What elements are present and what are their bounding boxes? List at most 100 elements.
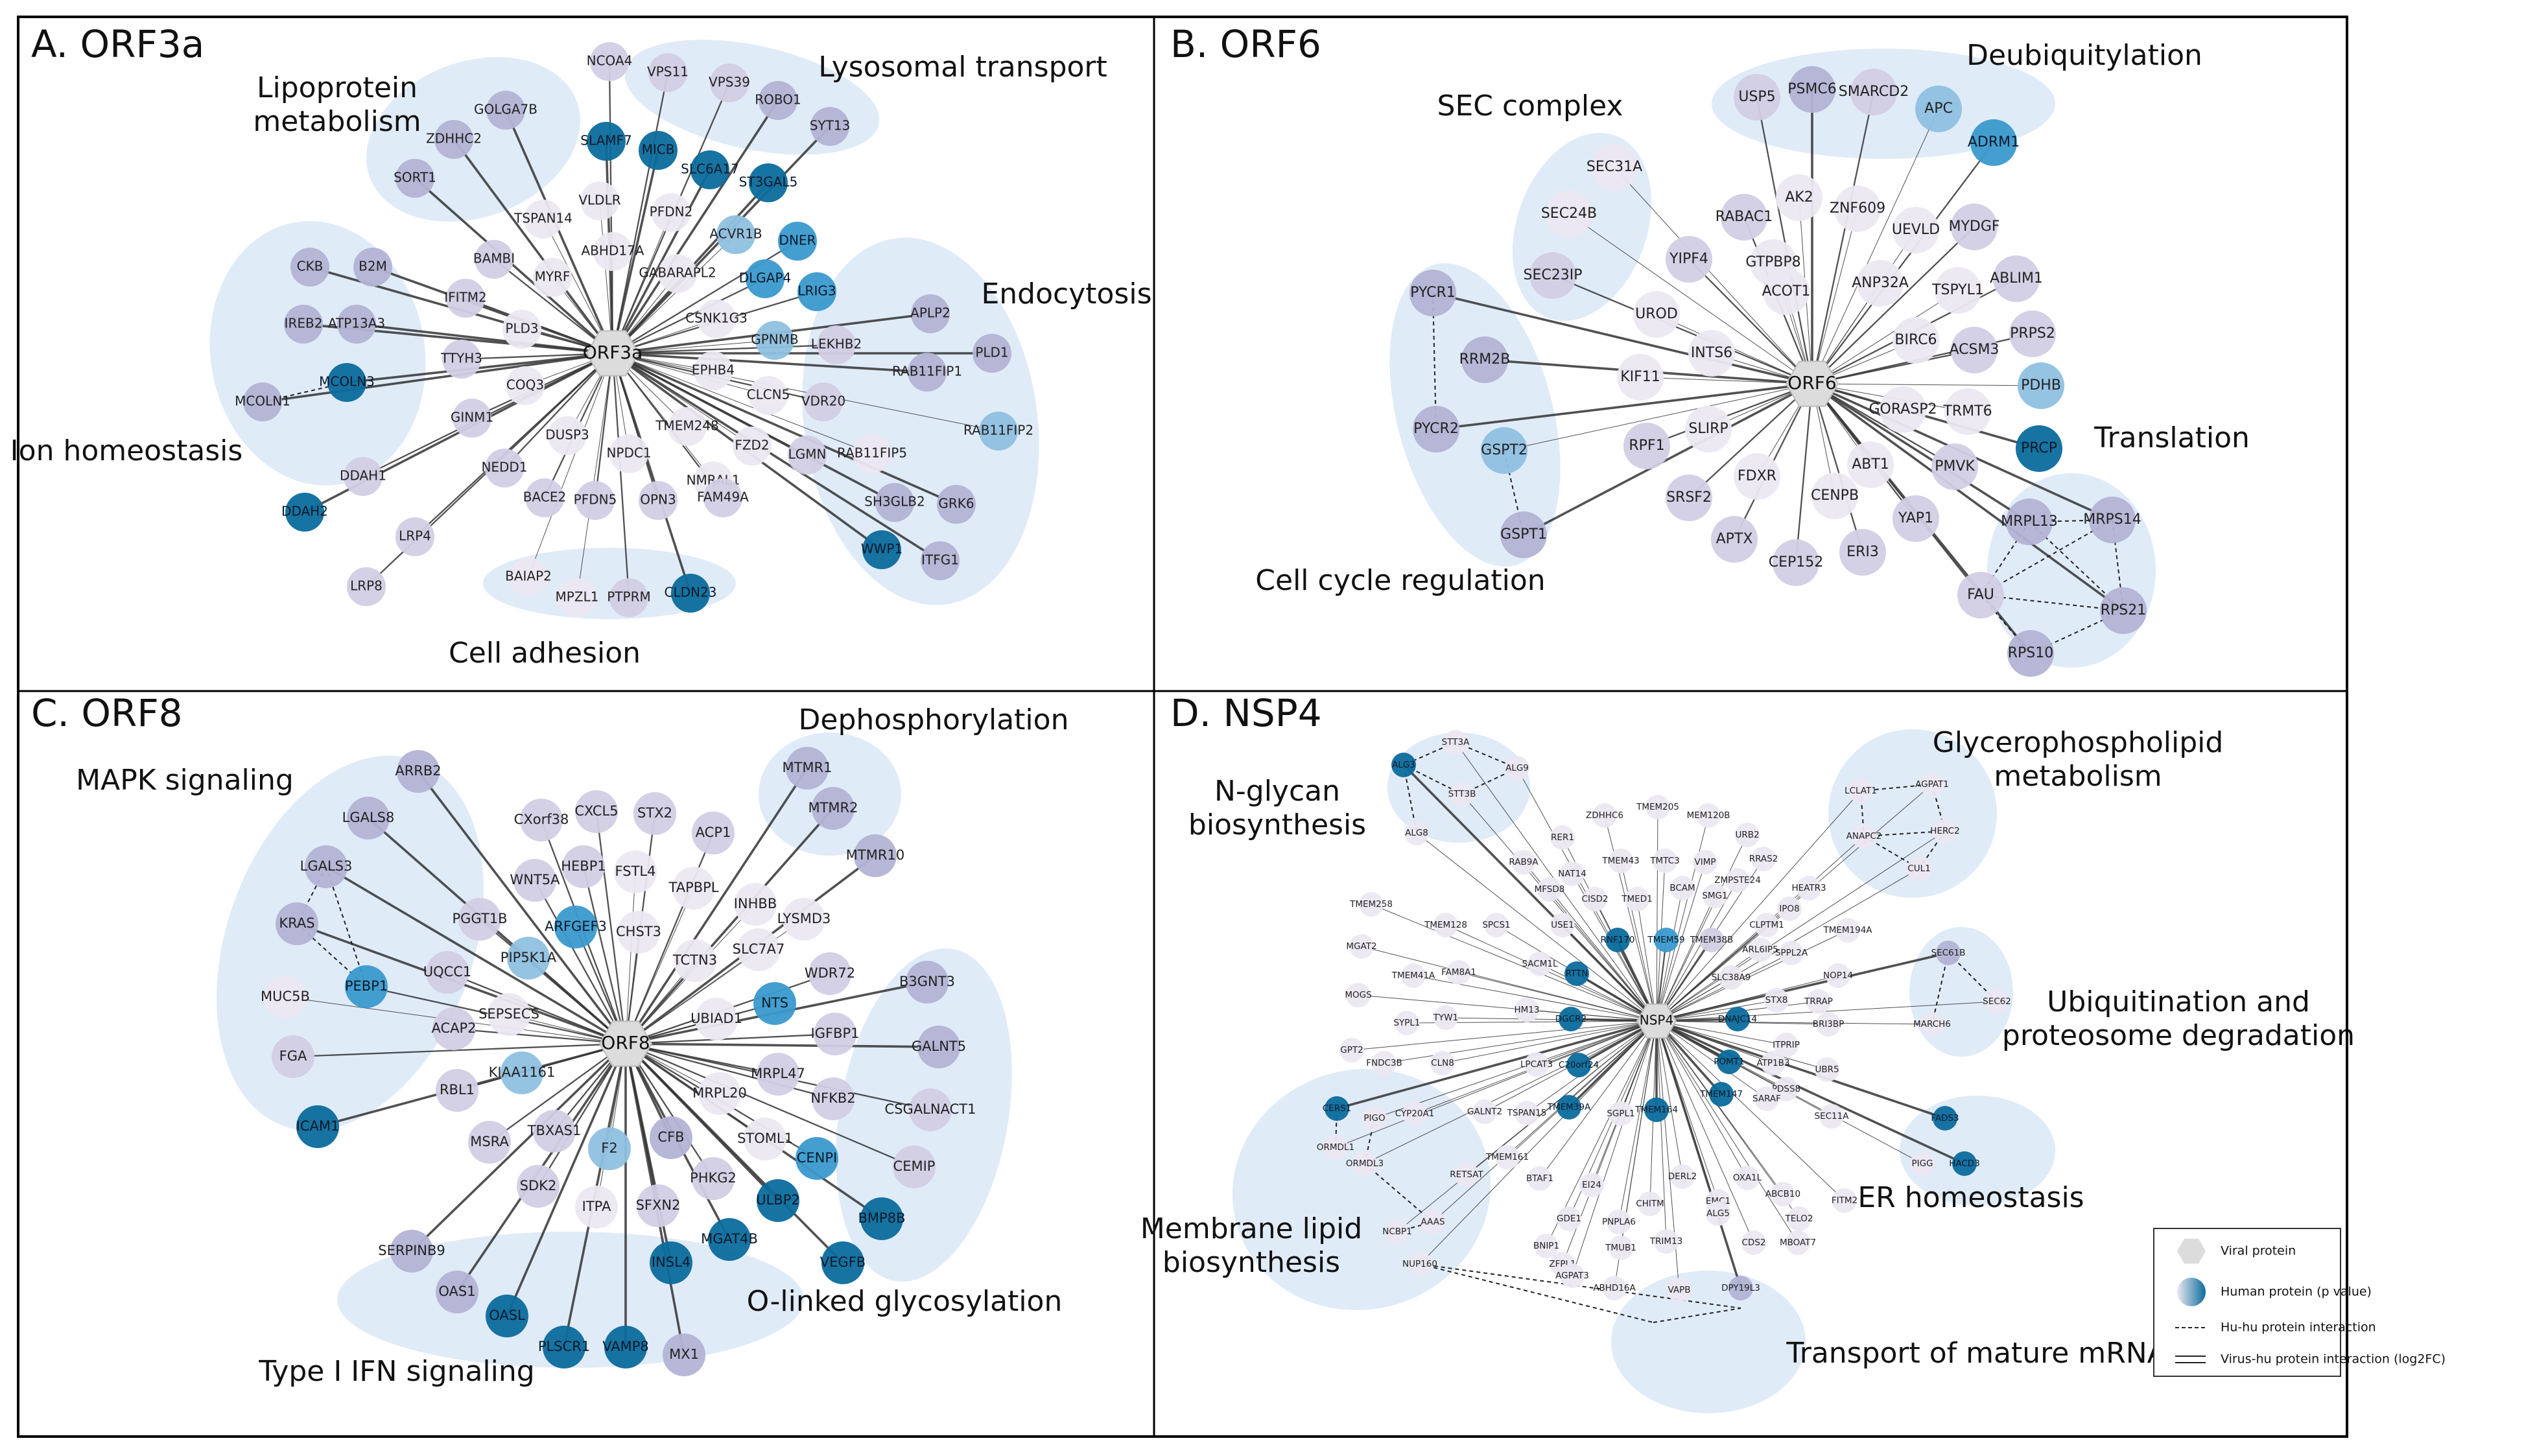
protein-node-label: PIGO	[1363, 1113, 1385, 1123]
protein-node-label: VEGFB	[820, 1254, 866, 1270]
protein-node-circle	[973, 334, 1011, 373]
protein-node: CISD2	[1582, 887, 1608, 911]
protein-node: CEMIP	[893, 1145, 936, 1188]
protein-node: BCAM	[1669, 876, 1695, 900]
protein-node: RABAC1	[1716, 194, 1773, 241]
protein-node: NOP14	[1823, 963, 1853, 988]
protein-node-circle	[893, 1145, 936, 1188]
protein-node-circle	[609, 434, 648, 473]
protein-node-label: MSRA	[470, 1134, 509, 1149]
protein-node-circle	[1481, 427, 1527, 474]
protein-node: MICB	[639, 131, 678, 170]
protein-node-circle	[1832, 1188, 1857, 1213]
protein-node-circle	[1666, 236, 1712, 283]
group-region	[1389, 263, 1561, 567]
protein-node: PIP5K1A	[501, 937, 557, 980]
protein-node-circle	[1789, 66, 1835, 113]
legend-viral-icon	[2177, 1238, 2206, 1264]
protein-node: KRAS	[276, 902, 318, 945]
virus-hu-edge	[582, 866, 627, 1044]
virus-hu-edge	[1656, 1020, 1828, 1070]
virus-hu-edge	[1656, 1020, 1787, 1046]
protein-node-circle	[1936, 941, 1961, 965]
protein-node-circle	[937, 485, 976, 524]
protein-node-circle	[1592, 803, 1617, 828]
protein-node: TMED1	[1621, 887, 1653, 911]
virus-hu-edge	[1562, 924, 1657, 1022]
viral-protein-label: ORF6	[1787, 372, 1836, 393]
protein-node: ACVR1B	[709, 215, 762, 254]
protein-node-label: GOLGA7B	[474, 102, 537, 117]
protein-node-circle	[921, 541, 960, 580]
protein-node: AGPAT3	[1555, 1263, 1589, 1288]
protein-node: HEATR3	[1791, 876, 1826, 900]
protein-node-circle	[432, 1007, 475, 1050]
protein-node-label: PYCR1	[1410, 285, 1456, 301]
protein-node-label: GPNMB	[751, 332, 799, 347]
protein-node-label: ACAP2	[431, 1020, 476, 1036]
protein-node-label: IPO8	[1779, 904, 1799, 914]
protein-node-label: CENPI	[797, 1150, 838, 1166]
protein-node-label: B2M	[359, 259, 387, 274]
protein-node: SACM1L	[1522, 952, 1558, 976]
protein-node-label: GABARAPL2	[639, 265, 716, 281]
protein-node-label: CFB	[657, 1129, 684, 1145]
protein-node-circle	[1472, 1099, 1497, 1124]
panel-a: GOLGA7BZDHHC2SORT1NCOA4VPS11VPS39ROBO1SY…	[10, 16, 1155, 692]
protein-node-circle	[548, 416, 587, 455]
virus-hu-edge	[1416, 832, 1657, 1022]
protein-node: UROD	[1633, 291, 1680, 338]
protein-node-label: ULBP2	[756, 1192, 800, 1208]
protein-node: ARRB2	[395, 750, 442, 793]
virus-hu-edge	[537, 1043, 626, 1187]
protein-node: CXCL5	[574, 790, 619, 833]
protein-node: BACE2	[523, 478, 566, 517]
protein-node-circle	[1346, 983, 1371, 1007]
virus-hu-edge	[1811, 290, 1959, 384]
protein-node-circle	[1696, 803, 1721, 828]
protein-node: TELO2	[1784, 1206, 1813, 1231]
protein-node: CYP20A1	[1395, 1101, 1434, 1126]
protein-node-label: DLGAP4	[739, 270, 792, 286]
group-label: Lysosomal transport	[818, 51, 1107, 84]
protein-node-circle	[609, 578, 648, 617]
protein-node-label: ABCB10	[1765, 1189, 1800, 1199]
protein-node-circle	[1880, 386, 1926, 433]
protein-node: MBOAT7	[1780, 1230, 1816, 1255]
protein-node-circle	[2006, 499, 2053, 545]
protein-node-circle	[698, 1072, 741, 1115]
protein-node-label: DDAH2	[281, 504, 328, 519]
protein-node: LGMN	[788, 436, 827, 475]
protein-node: OAS1	[436, 1271, 478, 1313]
protein-node-circle	[453, 399, 491, 438]
protein-node-label: BIRC6	[1894, 332, 1937, 348]
protein-node-circle	[1688, 330, 1735, 377]
protein-node: IPO8	[1777, 897, 1802, 921]
protein-node-label: HACD3	[1949, 1158, 1980, 1169]
protein-node-label: GRK6	[938, 496, 974, 511]
legend-huhu-label: Hu-hu protein interaction	[2221, 1321, 2376, 1335]
protein-node-label: MUC5B	[261, 989, 310, 1004]
protein-node-label: ATP13A3	[328, 316, 385, 331]
protein-node-circle	[397, 750, 440, 793]
group-label: MAPK signaling	[76, 764, 294, 797]
protein-node-label: CDS2	[1742, 1238, 1766, 1248]
group-label: Endocytosis	[981, 277, 1151, 311]
virus-hu-edge	[612, 352, 941, 562]
viral-protein-label: ORF8	[601, 1032, 650, 1053]
protein-node-circle	[1811, 473, 1858, 519]
virus-hu-edge	[625, 949, 759, 1044]
protein-node-circle	[812, 1077, 855, 1120]
virus-hu-edge	[1335, 1020, 1657, 1148]
protein-node-label: DPY19L3	[1721, 1283, 1760, 1293]
protein-node: SLIRP	[1685, 406, 1732, 452]
virus-hu-edge	[262, 352, 613, 403]
protein-node: MTMR2	[808, 787, 858, 830]
protein-node-label: TRIM13	[1649, 1236, 1682, 1247]
protein-node-circle	[744, 1118, 786, 1160]
protein-node-circle	[575, 790, 618, 833]
protein-node-label: TMEM194A	[1822, 925, 1872, 935]
protein-node: RAB11FIP5	[837, 434, 907, 473]
virus-hu-edge	[356, 323, 613, 355]
protein-node: CSGALNACT1	[885, 1088, 976, 1131]
